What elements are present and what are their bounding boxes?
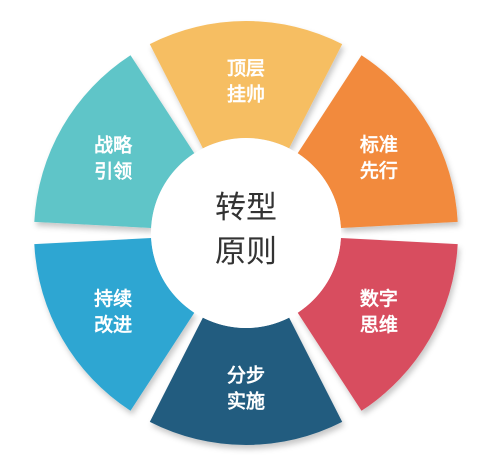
segment-bottom-right-shape: [297, 238, 458, 411]
segment-bottom-right-label-line1: 数字: [360, 287, 398, 310]
segment-top-shape: [149, 21, 343, 149]
segment-top-left-label-line1: 战略: [94, 133, 133, 156]
segment-bottom-label-line2: 实施: [227, 390, 265, 413]
segment-top-label-line1: 顶层: [227, 58, 265, 80]
segment-bottom-left-label-line1: 持续: [94, 287, 132, 310]
segment-top-label-line2: 挂帅: [227, 83, 265, 106]
segment-bottom-shape: [149, 317, 343, 445]
segment-top-left-label-line2: 引领: [94, 159, 132, 182]
segment-top-right-label-line1: 标准: [360, 134, 398, 156]
center-label-line2: 原则: [215, 234, 277, 270]
segment-top-right-label-line2: 先行: [360, 159, 398, 182]
segment-bottom-right-label-line2: 思维: [360, 313, 398, 336]
center-label: 转型 原则: [215, 190, 277, 270]
segment-top-left-shape: [34, 55, 195, 229]
segment-bottom-left-label-line2: 改进: [94, 313, 132, 336]
segment-bottom-label-line1: 分步: [227, 365, 265, 387]
segment-bottom-left-shape: [34, 238, 195, 411]
segment-top-right-shape: [297, 55, 458, 229]
center-circle: [151, 138, 341, 328]
center-label-line1: 转型: [215, 190, 277, 226]
